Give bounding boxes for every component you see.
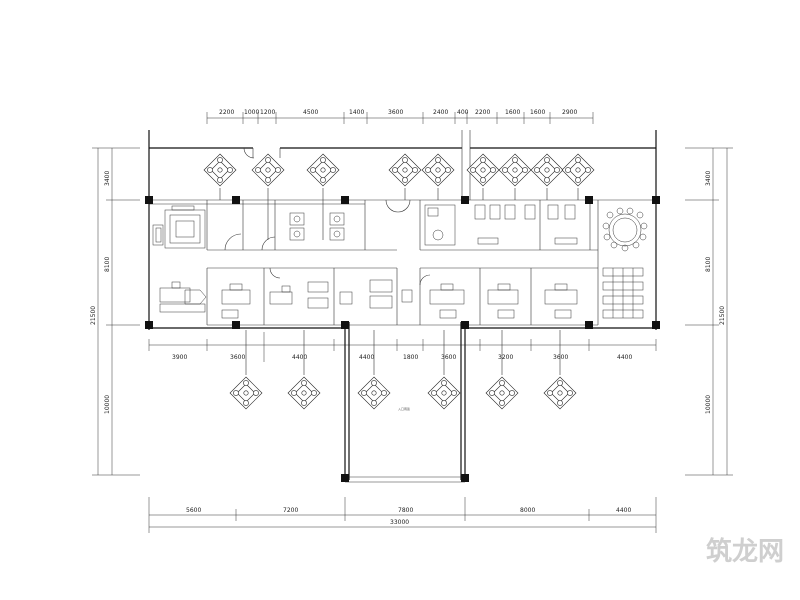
- lamp-marker: [203, 153, 237, 187]
- mid-dim-left-1: 3600: [230, 354, 245, 361]
- lamp-marker: [421, 153, 455, 187]
- column: [145, 321, 153, 329]
- top-dim-2: 1200: [260, 109, 275, 116]
- mid-dim-left-0: 3900: [172, 354, 187, 361]
- mid-dim-mid-1: 1800: [403, 354, 418, 361]
- column: [341, 321, 349, 329]
- bottom-dim-3: 8000: [520, 507, 535, 514]
- column: [585, 196, 593, 204]
- lamp-markers: [203, 153, 595, 410]
- left-dimension-chain: 3400 8100 10000 21500: [90, 147, 140, 476]
- mid-dim-right-1: 3600: [553, 354, 568, 361]
- top-dim-5: 3600: [388, 109, 403, 116]
- mid-dim-right-0: 3200: [498, 354, 513, 361]
- column: [585, 321, 593, 329]
- bottom-dim-0: 5600: [186, 507, 201, 514]
- right-dim-2: 10000: [705, 395, 712, 414]
- column: [145, 196, 153, 204]
- top-dim-8: 2200: [475, 109, 490, 116]
- top-dim-9: 1600: [505, 109, 520, 116]
- lamp-marker: [357, 376, 391, 410]
- column: [652, 321, 660, 329]
- top-dimension-chain: 2200 1000 1200 4500 1400 3600 2400 400 2…: [148, 109, 657, 148]
- column: [461, 474, 469, 482]
- mid-dim-right-2: 4400: [617, 354, 632, 361]
- column: [461, 321, 469, 329]
- middle-dimension-chain: 3900 3600 4400 4400 1800 3600 3200 3600 …: [148, 332, 657, 362]
- left-dim-0: 3400: [104, 171, 111, 186]
- lamp-marker: [485, 376, 519, 410]
- right-dim-0: 3400: [705, 171, 712, 186]
- column: [341, 474, 349, 482]
- lamp-marker: [287, 376, 321, 410]
- right-dim-1: 8100: [705, 257, 712, 272]
- lamp-marker: [251, 153, 285, 187]
- left-dim-2: 10000: [104, 395, 111, 414]
- lamp-marker: [498, 153, 532, 187]
- mid-dim-mid-2: 3600: [441, 354, 456, 361]
- column: [232, 196, 240, 204]
- lamp-marker: [561, 153, 595, 187]
- column: [652, 196, 660, 204]
- top-dim-10: 1600: [530, 109, 545, 116]
- top-dim-4: 1400: [349, 109, 364, 116]
- lamp-marker: [306, 153, 340, 187]
- top-dim-6: 2400: [433, 109, 448, 116]
- top-dim-0: 2200: [219, 109, 234, 116]
- bottom-dim-1: 7200: [283, 507, 298, 514]
- top-dim-1: 1000: [244, 109, 259, 116]
- structural-columns: [145, 196, 660, 482]
- mid-dim-left-2: 4400: [292, 354, 307, 361]
- bottom-dim-2: 7800: [398, 507, 413, 514]
- top-dim-3: 4500: [303, 109, 318, 116]
- furniture: [152, 204, 648, 319]
- lamp-marker: [229, 376, 263, 410]
- watermark: 筑龙网: [706, 536, 784, 567]
- right-dimension-chain: 3400 8100 10000 21500: [685, 147, 733, 476]
- bottom-dimension-chain: 5600 7200 7800 8000 4400 33000: [148, 497, 657, 533]
- entrance-canopy: 入口雨篷: [344, 322, 466, 483]
- left-dim-total: 21500: [90, 306, 97, 325]
- top-dim-11: 2900: [562, 109, 577, 116]
- lamp-marker: [427, 376, 461, 410]
- lamp-marker: [530, 153, 564, 187]
- left-dim-1: 8100: [104, 257, 111, 272]
- column: [341, 196, 349, 204]
- top-dim-7: 400: [457, 109, 469, 116]
- lamp-marker: [388, 153, 422, 187]
- entrance-label: 入口雨篷: [398, 406, 410, 411]
- right-dim-total: 21500: [719, 306, 726, 325]
- lamp-marker: [466, 153, 500, 187]
- column: [461, 196, 469, 204]
- lamp-marker: [543, 376, 577, 410]
- total-width: 33000: [390, 519, 409, 526]
- bottom-dim-4: 4400: [616, 507, 631, 514]
- mid-dim-mid-0: 4400: [359, 354, 374, 361]
- column: [232, 321, 240, 329]
